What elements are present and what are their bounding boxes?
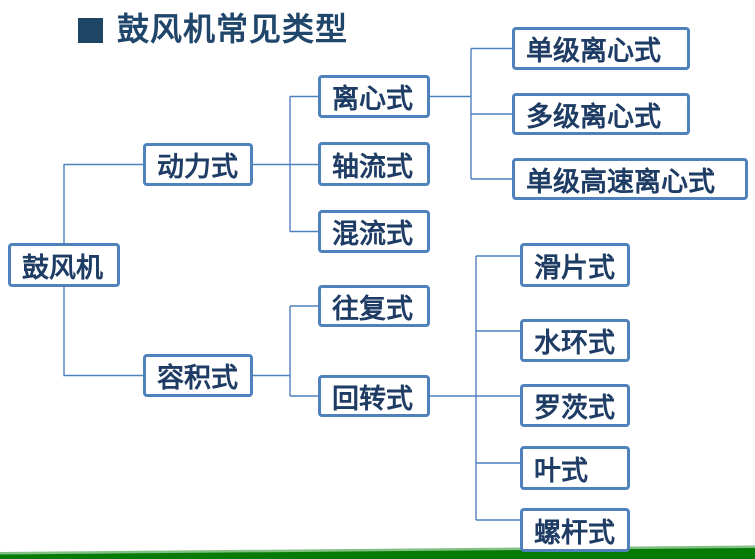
- node-rotary: 回转式: [318, 375, 430, 417]
- node-roots: 罗茨式: [520, 384, 630, 427]
- node-screw: 螺杆式: [520, 508, 630, 552]
- page-title-text: 鼓风机常见类型: [117, 11, 349, 47]
- page-title: 鼓风机常见类型: [78, 4, 348, 50]
- node-axial-flow: 轴流式: [318, 142, 430, 186]
- node-sliding-vane: 滑片式: [520, 243, 630, 287]
- node-reciprocating: 往复式: [318, 285, 430, 327]
- connector-root-positive: [63, 287, 143, 377]
- node-mixed-flow: 混流式: [318, 210, 430, 253]
- node-blower: 鼓风机: [8, 243, 120, 287]
- node-centrifugal: 离心式: [318, 75, 430, 118]
- node-vane: 叶式: [520, 446, 630, 490]
- node-single-stage-centrifugal: 单级离心式: [512, 27, 690, 70]
- node-water-ring: 水环式: [520, 319, 630, 362]
- connector-lines: [63, 47, 520, 521]
- connector-root-dynamic: [63, 163, 143, 243]
- square-bullet-icon: [78, 17, 103, 43]
- node-multi-stage-centrifugal: 多级离心式: [512, 93, 690, 135]
- node-positive-displacement: 容积式: [143, 354, 253, 397]
- node-single-stage-high-speed-centrifugal: 单级高速离心式: [512, 158, 748, 200]
- node-dynamic-type: 动力式: [143, 143, 253, 186]
